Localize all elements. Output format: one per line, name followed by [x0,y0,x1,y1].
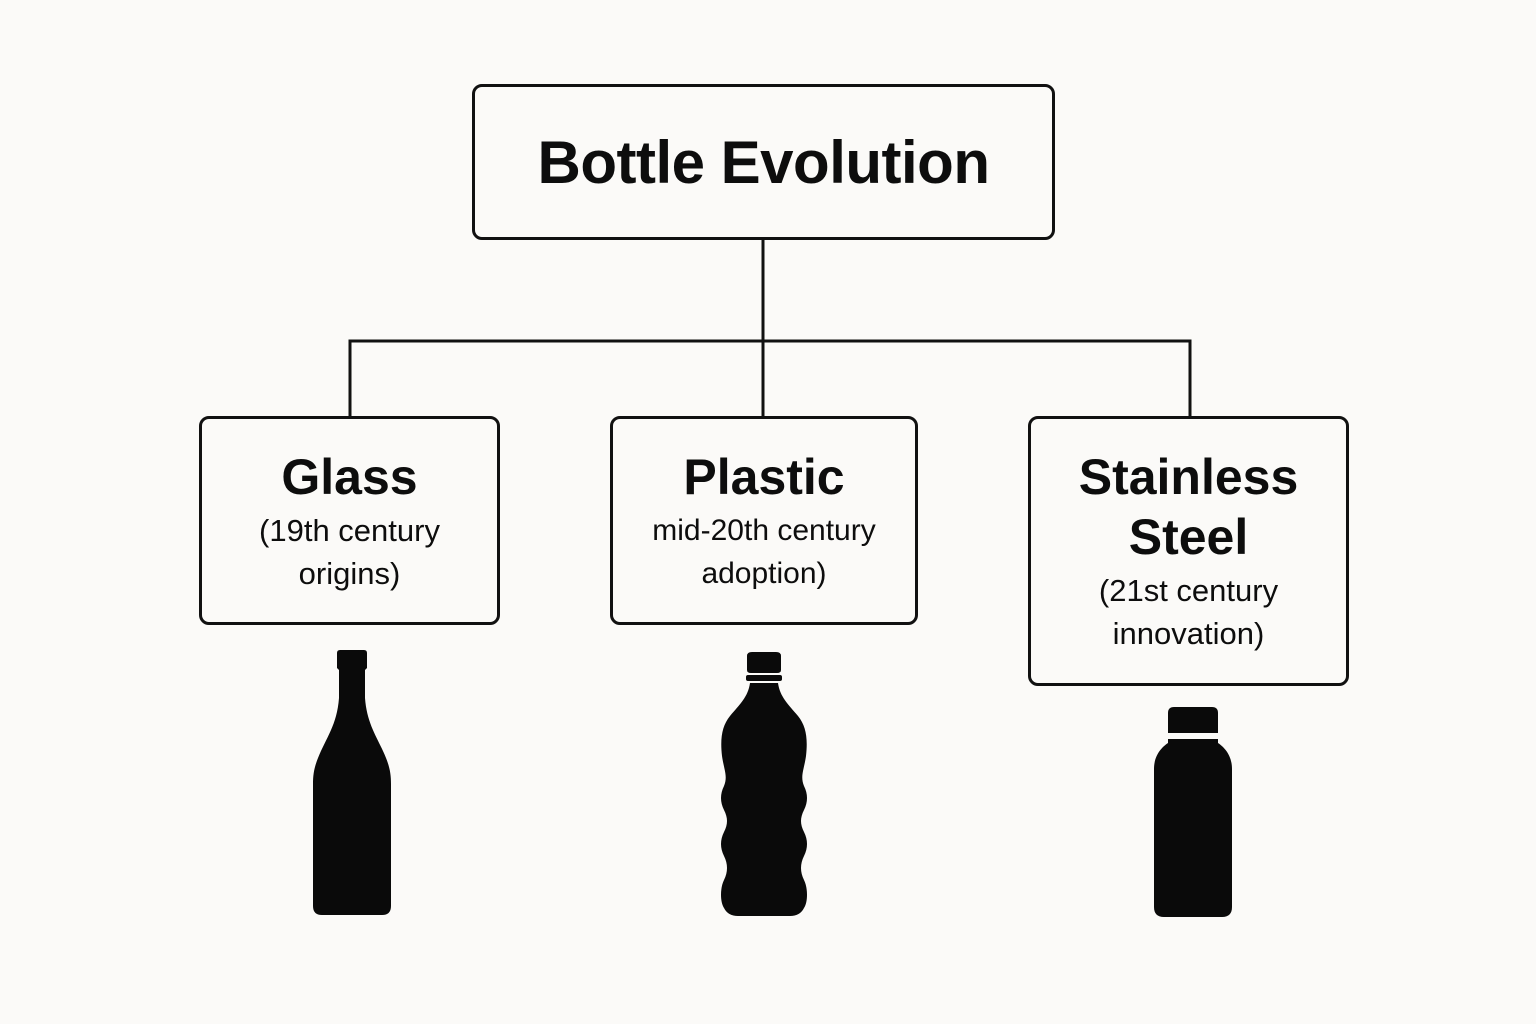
steel-subtitle: (21st century innovation) [1099,569,1278,655]
steel-title-line-1: Stainless [1078,449,1299,505]
steel-bottle-icon [1154,707,1232,917]
steel-node: Stainless Steel (21st century innovation… [1028,416,1349,686]
glass-title: Glass [281,448,418,505]
glass-subtitle-line-1: (19th century [259,512,440,548]
root-node: Bottle Evolution [472,84,1055,240]
steel-subtitle-line-2: innovation) [1112,616,1265,651]
steel-title-line-2: Steel [1128,509,1249,565]
plastic-subtitle-line-1: mid-20th century [652,513,876,547]
steel-subtitle-line-1: (21st century [1098,573,1279,608]
steel-title: Stainless Steel [1079,447,1299,567]
plastic-subtitle-line-2: adoption) [701,556,827,590]
plastic-subtitle: mid-20th century adoption) [652,509,875,595]
plastic-bottle-icon [721,652,807,916]
plastic-title: Plastic [683,448,845,505]
plastic-node: Plastic mid-20th century adoption) [610,416,918,625]
glass-subtitle: (19th century origins) [259,509,440,595]
glass-bottle-icon [313,650,391,915]
glass-node: Glass (19th century origins) [199,416,500,625]
glass-subtitle-line-2: origins) [298,555,401,591]
diagram-title: Bottle Evolution [537,128,990,196]
